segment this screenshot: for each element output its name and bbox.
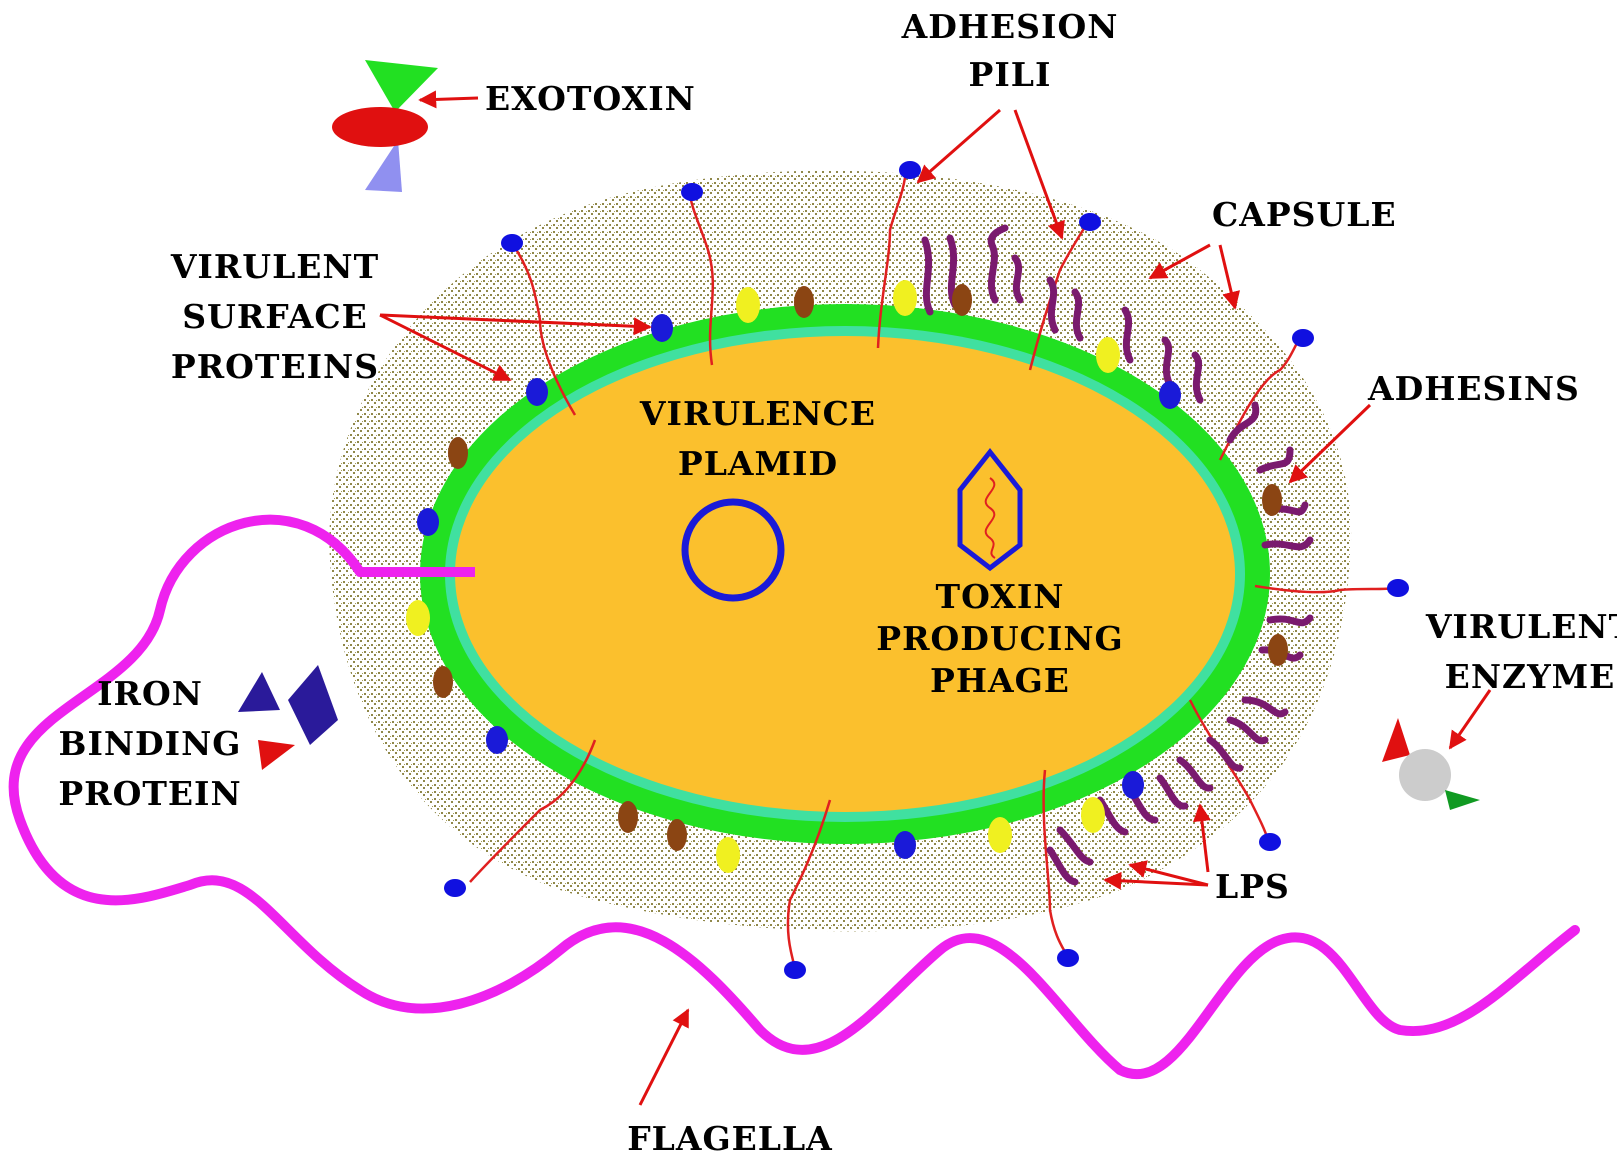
pilus-tip [501, 234, 523, 252]
svg-text:PLAMID: PLAMID [678, 444, 838, 483]
svg-text:BINDING: BINDING [59, 724, 242, 763]
yellow-protein [988, 817, 1012, 853]
svg-text:EXOTOXIN: EXOTOXIN [485, 79, 696, 118]
svg-text:FLAGELLA: FLAGELLA [627, 1119, 833, 1158]
virulent-enzyme-icon [1382, 718, 1480, 810]
yellow-protein [1081, 797, 1105, 833]
blue-protein [894, 831, 916, 859]
svg-text:PHAGE: PHAGE [930, 661, 1070, 700]
svg-text:PRODUCING: PRODUCING [876, 619, 1123, 658]
svg-text:PROTEINS: PROTEINS [171, 347, 379, 386]
svg-text:VIRULENT: VIRULENT [1425, 607, 1617, 646]
yellow-protein [716, 837, 740, 873]
yellow-protein [406, 600, 430, 636]
pilus-tip [1259, 833, 1281, 851]
svg-text:ADHESINS: ADHESINS [1367, 369, 1580, 408]
brown-adhesin [794, 286, 814, 318]
brown-adhesin [1262, 484, 1282, 516]
brown-adhesin [667, 819, 687, 851]
blue-protein [1159, 381, 1181, 409]
yellow-protein [893, 280, 917, 316]
label-virulent-enzyme: VIRULENT ENZYME [1425, 607, 1617, 696]
yellow-protein [1096, 337, 1120, 373]
pilus-tip [1057, 949, 1079, 967]
pilus-tip [444, 879, 466, 897]
blue-protein [1122, 771, 1144, 799]
pilus-tip [1079, 213, 1101, 231]
pilus-tip [784, 961, 806, 979]
label-adhesins: ADHESINS [1367, 369, 1580, 408]
brown-adhesin [448, 437, 468, 469]
blue-protein [486, 726, 508, 754]
label-adhesion-pili: ADHESION PILI [901, 7, 1119, 94]
blue-protein [526, 378, 548, 406]
brown-adhesin [1268, 634, 1288, 666]
svg-text:CAPSULE: CAPSULE [1212, 195, 1397, 234]
blue-protein [651, 314, 673, 342]
iron-binding-protein-icon [238, 665, 338, 770]
brown-adhesin [618, 801, 638, 833]
pilus-tip [1292, 329, 1314, 347]
svg-text:SURFACE: SURFACE [182, 297, 368, 336]
pilus-tip [681, 183, 703, 201]
cell-body [420, 304, 1270, 844]
svg-text:VIRULENCE: VIRULENCE [639, 394, 876, 433]
brown-adhesin [952, 284, 972, 316]
label-virulent-surface-proteins: VIRULENT SURFACE PROTEINS [170, 247, 379, 386]
svg-text:ENZYME: ENZYME [1445, 657, 1616, 696]
svg-text:PILI: PILI [969, 55, 1052, 94]
svg-text:ADHESION: ADHESION [901, 7, 1119, 46]
pilus-tip [899, 161, 921, 179]
brown-adhesin [433, 666, 453, 698]
svg-text:LPS: LPS [1215, 867, 1290, 906]
svg-text:PROTEIN: PROTEIN [58, 774, 241, 813]
svg-text:VIRULENT: VIRULENT [170, 247, 379, 286]
svg-text:IRON: IRON [97, 674, 203, 713]
exotoxin-icon [332, 60, 438, 192]
yellow-protein [736, 287, 760, 323]
label-lps: LPS [1215, 867, 1290, 906]
svg-text:TOXIN: TOXIN [936, 577, 1065, 616]
label-capsule: CAPSULE [1212, 195, 1397, 234]
label-flagella: FLAGELLA [627, 1119, 833, 1158]
blue-protein [417, 508, 439, 536]
pilus-tip [1387, 579, 1409, 597]
label-exotoxin: EXOTOXIN [485, 79, 696, 118]
